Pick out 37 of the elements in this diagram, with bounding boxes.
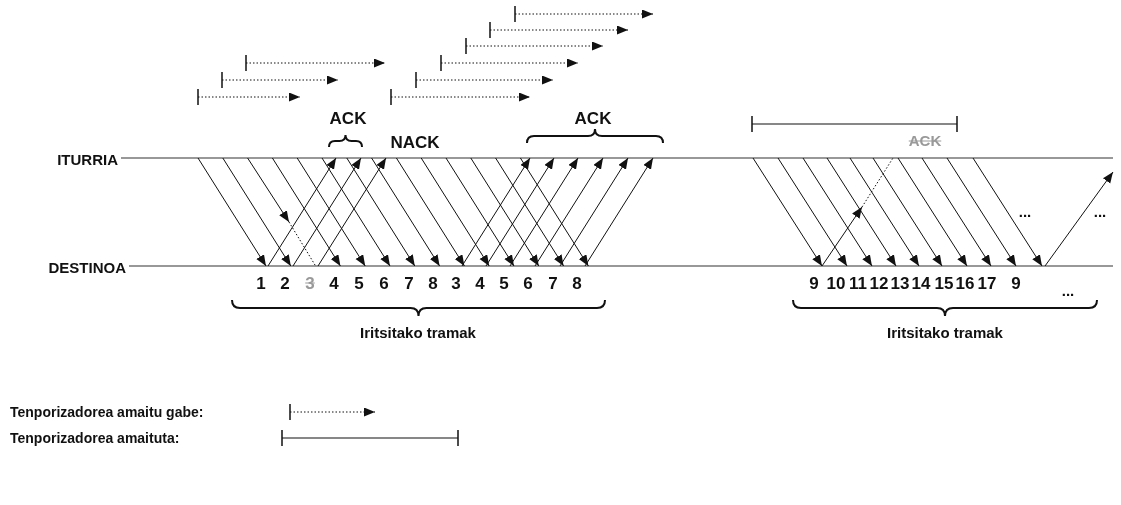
line-label: DESTINOA <box>48 259 126 275</box>
frame-number: 10 <box>826 274 846 292</box>
brace-label: Iritsitako tramak <box>887 324 1003 340</box>
frame-number: 9 <box>809 274 819 292</box>
legend-text: Tenporizadorea amaitu gabe: <box>10 405 204 419</box>
frame-number: 4 <box>475 274 485 292</box>
frame-number: 13 <box>890 274 910 292</box>
ellipsis: ... <box>1093 203 1107 219</box>
legend-text: Tenporizadorea amaituta: <box>10 431 180 445</box>
frame-number: 8 <box>428 274 438 292</box>
ellipsis: ... <box>1018 203 1032 219</box>
frame-number: 8 <box>572 274 582 292</box>
frame-number: 7 <box>404 274 414 292</box>
frame-number: 15 <box>934 274 954 292</box>
frame-number: 4 <box>329 274 339 292</box>
frame-number: 3 <box>451 274 461 292</box>
ack-label: ACK <box>574 109 612 127</box>
frame-number: 5 <box>354 274 364 292</box>
frame-number: 2 <box>280 274 290 292</box>
frame-number: 1 <box>256 274 266 292</box>
ack-label: ACK <box>908 132 942 148</box>
frame-number: 14 <box>911 274 931 292</box>
frame-number: 16 <box>955 274 975 292</box>
nack-label: NACK <box>390 133 440 151</box>
frame-number: 6 <box>379 274 389 292</box>
frame-number: 12 <box>869 274 889 292</box>
frame-number: 7 <box>548 274 558 292</box>
frame-number: 5 <box>499 274 509 292</box>
line-label: ITURRIA <box>57 151 118 167</box>
frame-number: 3 <box>305 274 315 292</box>
frame-number: 17 <box>977 274 997 292</box>
ack-label: ACK <box>329 109 367 127</box>
frame-number: 6 <box>523 274 533 292</box>
ellipsis: ... <box>1061 282 1075 298</box>
brace-label: Iritsitako tramak <box>360 324 476 340</box>
frame-number: 9 <box>1011 274 1021 292</box>
frame-number: 11 <box>849 274 867 292</box>
